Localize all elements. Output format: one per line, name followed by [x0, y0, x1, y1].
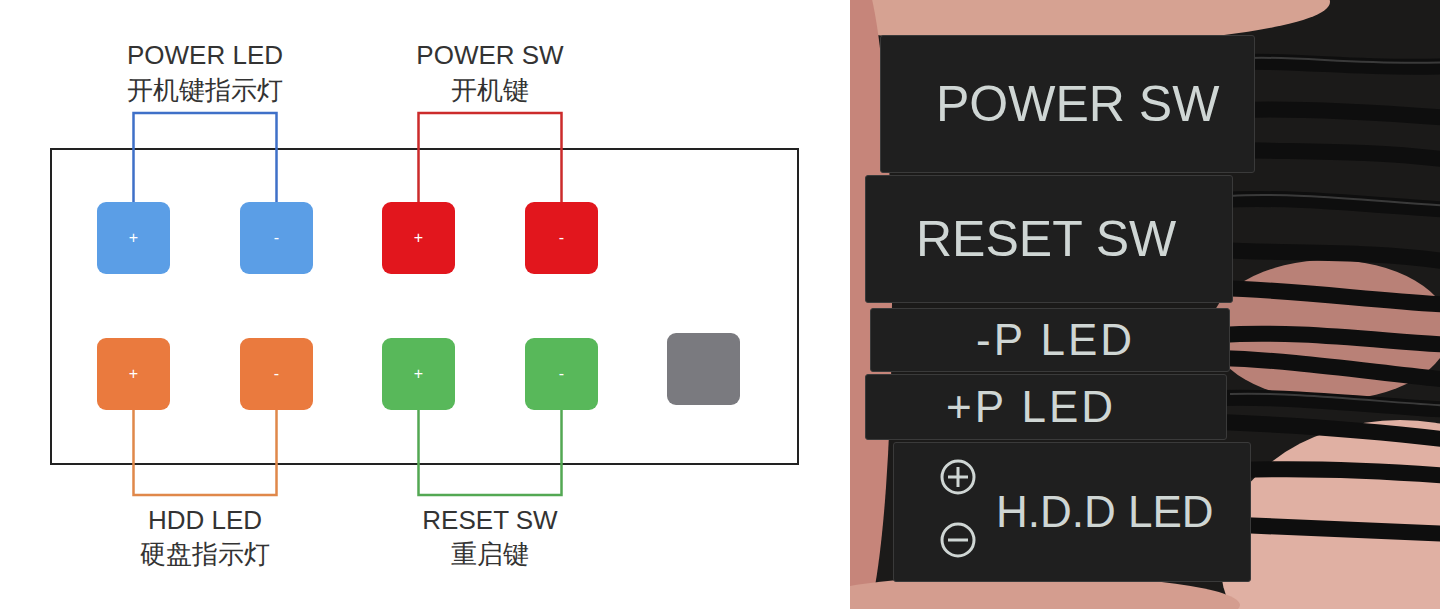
pin-pair-label: POWER SW 开机键 [400, 38, 580, 107]
plug-label: +P LED [946, 382, 1116, 432]
connector-plug: -P LED [870, 308, 1230, 372]
pin-pair-label: POWER LED 开机键指示灯 [115, 38, 295, 107]
pin-polarity: + [129, 229, 138, 247]
pin-polarity: - [274, 229, 279, 247]
thumb [1220, 420, 1440, 609]
header-pin: - [240, 202, 313, 274]
header-pin: + [382, 338, 455, 410]
pin-polarity: + [129, 365, 138, 383]
finger [1210, 260, 1440, 400]
header-pin: + [97, 202, 170, 274]
connector-plug: POWER SW [880, 35, 1255, 173]
pin-pair-bracket [419, 410, 562, 495]
plug-label: H.D.D LED [996, 487, 1214, 537]
pin-pair-label: RESET SW 重启键 [400, 503, 580, 572]
pin-polarity: - [559, 229, 564, 247]
plug-label: -P LED [976, 315, 1135, 365]
pin-pair-bracket [419, 113, 562, 202]
header-pin: - [240, 338, 313, 410]
pin-pair-label: HDD LED 硬盘指示灯 [115, 503, 295, 572]
header-pin: + [97, 338, 170, 410]
plug-label: POWER SW [936, 75, 1219, 133]
wire-highlights [1230, 58, 1440, 406]
connector-plug: RESET SW [865, 175, 1233, 303]
pin-pair-bracket [134, 410, 277, 495]
header-pin: - [525, 338, 598, 410]
header-outline [51, 149, 798, 464]
pin-pair-bracket [134, 113, 277, 202]
pin-polarity: + [414, 365, 423, 383]
pin-polarity: - [559, 365, 564, 383]
connector-plug: +P LED [865, 374, 1227, 440]
plug-label: RESET SW [916, 210, 1176, 268]
header-pin: - [525, 202, 598, 274]
pin-polarity: + [414, 229, 423, 247]
empty-pin [667, 333, 740, 405]
pin-polarity: - [274, 365, 279, 383]
connector-plug: H.D.D LED [893, 442, 1251, 582]
header-pin: + [382, 202, 455, 274]
